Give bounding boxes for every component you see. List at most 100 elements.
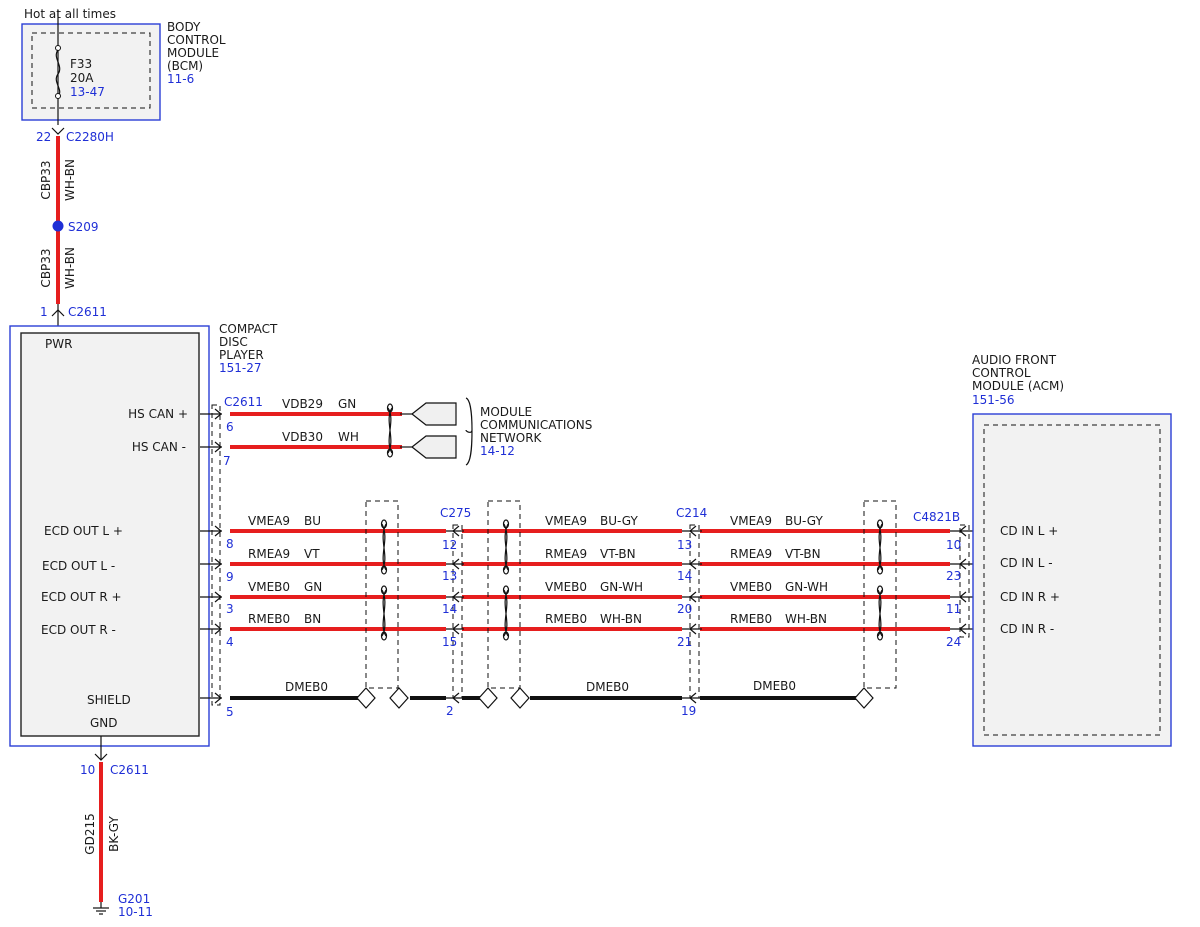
c214-pin: 14 — [677, 569, 692, 583]
network-connector-icon — [411, 402, 457, 426]
ground-point[interactable]: G201 — [118, 892, 150, 906]
c275-label[interactable]: C275 — [440, 506, 471, 520]
wire-color: GN-WH — [600, 580, 643, 594]
c275-pin: 2 — [446, 704, 454, 718]
network-bracket — [465, 397, 473, 466]
ground-circuit: GD215 — [83, 813, 97, 854]
cd-pwr-label: PWR — [45, 337, 72, 351]
wire-circuit: RMEB0 — [248, 612, 290, 626]
cd-name-line: DISC — [219, 335, 248, 349]
power-color-lower: WH-BN — [63, 247, 77, 289]
cd-gnd-label: GND — [90, 716, 118, 730]
twisted-pair-icon — [380, 519, 388, 641]
twisted-pair-box — [863, 500, 897, 689]
cd-signal-connector[interactable]: C2611 — [224, 395, 263, 409]
acm-pin-label: CD IN L + — [1000, 524, 1058, 538]
acm-pin: 11 — [946, 602, 961, 616]
wire-color: BU-GY — [600, 514, 638, 528]
c214-label[interactable]: C214 — [676, 506, 707, 520]
wire-circuit: VMEA9 — [545, 514, 587, 528]
cd-pin-number: 8 — [226, 537, 234, 551]
c4821b-connector-box — [959, 524, 970, 638]
bcm-name-line: CONTROL — [167, 33, 226, 47]
cd-shield-label: SHIELD — [87, 693, 131, 707]
acm-pin: 10 — [946, 538, 961, 552]
c214-pin: 13 — [677, 538, 692, 552]
fuse-bottom-terminal — [55, 93, 61, 99]
can-high-wire: VDB29 GN — [200, 397, 402, 420]
network-ref[interactable]: 14-12 — [480, 444, 515, 458]
can-low-wire: VDB30 WH — [200, 430, 402, 453]
c275-pin: 12 — [442, 538, 457, 552]
c214-pin: 19 — [681, 704, 696, 718]
wire-color: WH-BN — [600, 612, 642, 626]
cd-pwr-pin: 1 — [40, 305, 48, 319]
wire-circuit: RMEB0 — [730, 612, 772, 626]
network-name-line: MODULE — [480, 405, 532, 419]
shield-drain-icon — [356, 687, 874, 709]
ground-ref[interactable]: 10-11 — [118, 905, 153, 919]
wire-color: VT — [304, 547, 320, 561]
ground-symbol-icon — [93, 902, 109, 915]
cd-pin-label: ECD OUT R - — [41, 623, 116, 637]
cd-pin-number: 9 — [226, 570, 234, 584]
cd-name-line: COMPACT — [219, 322, 278, 336]
splice-dot — [52, 220, 64, 232]
acm-pin-label: CD IN L - — [1000, 556, 1053, 570]
bcm-name-line: BODY — [167, 20, 201, 34]
cd-pin-number: 4 — [226, 635, 234, 649]
gnd-pin: 10 — [80, 763, 95, 777]
twisted-pair-box — [365, 500, 399, 689]
wire-circuit: VMEB0 — [248, 580, 290, 594]
acm-pin-label: CD IN R - — [1000, 622, 1054, 636]
cd-pin-number: 3 — [226, 602, 234, 616]
c4821b-label[interactable]: C4821B — [913, 510, 960, 524]
acm-pin: 24 — [946, 635, 961, 649]
power-circuit-lower: CBP33 — [39, 248, 53, 287]
cd-player-module[interactable] — [9, 325, 210, 747]
cd-pin-number: 5 — [226, 705, 234, 719]
c214-connector-box — [689, 524, 700, 699]
acm-name-line: MODULE (ACM) — [972, 379, 1064, 393]
top-note: Hot at all times — [24, 7, 116, 21]
cd-ref[interactable]: 151-27 — [219, 361, 262, 375]
fuse-rating: 20A — [70, 71, 94, 85]
connector-arrow-icon — [51, 127, 65, 135]
splice-label[interactable]: S209 — [68, 220, 99, 234]
wire-color: BN — [304, 612, 321, 626]
wire-circuit: RMEA9 — [545, 547, 587, 561]
wire-circuit: VMEB0 — [730, 580, 772, 594]
can-high-circuit: VDB29 — [282, 397, 323, 411]
acm-ref[interactable]: 151-56 — [972, 393, 1015, 407]
bcm-connector[interactable]: C2280H — [66, 130, 114, 144]
bcm-ref[interactable]: 11-6 — [167, 72, 194, 86]
wire-color: BU-GY — [785, 514, 823, 528]
acm-module[interactable] — [972, 413, 1172, 747]
wire-circuit: VMEA9 — [730, 514, 772, 528]
fuse-ref[interactable]: 13-47 — [70, 85, 105, 99]
twisted-pair-box — [487, 500, 521, 689]
fuse-name: F33 — [70, 57, 92, 71]
shield-circuit: DMEB0 — [753, 679, 796, 693]
fuse-icon — [55, 49, 61, 97]
cd-pin-number: 7 — [223, 454, 231, 468]
acm-name-line: AUDIO FRONT — [972, 353, 1057, 367]
cd-pin-label: ECD OUT R + — [41, 590, 122, 604]
cd-pin-label: HS CAN - — [132, 440, 186, 454]
bcm-module[interactable]: F33 20A 13-47 — [21, 10, 161, 125]
c214-pin: 20 — [677, 602, 692, 616]
network-connector-icon — [411, 435, 457, 459]
acm-name-line: CONTROL — [972, 366, 1031, 380]
c214-arrows — [682, 525, 702, 704]
cd-pin-number: 6 — [226, 420, 234, 434]
cd-pwr-connector[interactable]: C2611 — [68, 305, 107, 319]
cd-pin-label: HS CAN + — [128, 407, 188, 421]
gnd-connector[interactable]: C2611 — [110, 763, 149, 777]
cd-name-line: PLAYER — [219, 348, 264, 362]
wire-circuit: RMEA9 — [730, 547, 772, 561]
wire-color: VT-BN — [600, 547, 636, 561]
power-color-upper: WH-BN — [63, 159, 77, 201]
acm-pin-label: CD IN R + — [1000, 590, 1060, 604]
wire-color: VT-BN — [785, 547, 821, 561]
